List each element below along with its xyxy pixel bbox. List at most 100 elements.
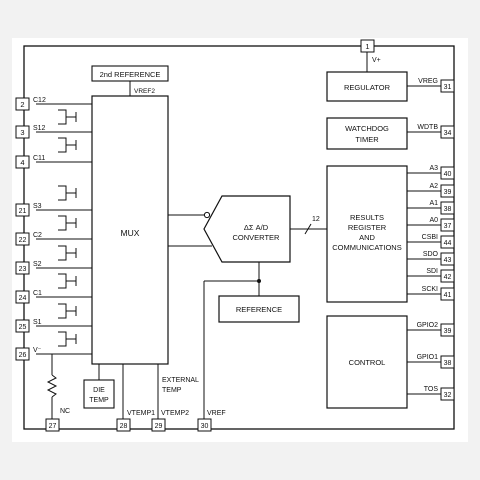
die-temp-line2: TEMP (89, 397, 109, 404)
results-label-line2: REGISTER (348, 223, 387, 232)
svg-text:42: 42 (444, 274, 452, 281)
regulator-label: REGULATOR (344, 83, 391, 92)
right-pins: 31 VREG 34 WDTB 40 A3 39 A2 38 A1 (407, 78, 455, 401)
svg-text:39: 39 (444, 328, 452, 335)
pin-27: 27 NC (45, 408, 70, 432)
svg-text:23: 23 (19, 266, 27, 273)
svg-text:28: 28 (120, 423, 128, 430)
svg-text:27: 27 (49, 423, 57, 430)
pin-3: 3 S12 (15, 125, 46, 139)
svg-text:S12: S12 (33, 125, 46, 132)
svg-text:VREG: VREG (418, 78, 438, 85)
second-reference-label: 2nd REFERENCE (100, 70, 161, 79)
vref2-label: VREF2 (134, 88, 155, 95)
watchdog-label-line2: TIMER (355, 135, 379, 144)
svg-text:34: 34 (444, 130, 452, 137)
svg-text:VTEMP2: VTEMP2 (161, 410, 189, 417)
svg-text:V⁻: V⁻ (33, 347, 42, 354)
pin-40: 40 A3 (407, 165, 455, 180)
svg-text:V+: V+ (372, 57, 381, 64)
external-temp-line1: EXTERNAL (162, 377, 199, 384)
svg-text:VREF: VREF (207, 410, 226, 417)
svg-text:A0: A0 (429, 217, 438, 224)
svg-text:C1: C1 (33, 290, 42, 297)
die-temp-line1: DIE (93, 387, 105, 394)
svg-text:VTEMP1: VTEMP1 (127, 410, 155, 417)
pin-24: 24 C1 (15, 290, 42, 304)
external-temp-line2: TEMP (162, 387, 182, 394)
switch-array (36, 103, 92, 423)
svg-text:GPIO1: GPIO1 (417, 354, 439, 361)
pin-22: 22 C2 (15, 232, 42, 246)
reference-label: REFERENCE (236, 305, 282, 314)
pin-43: 43 SDO (407, 251, 455, 266)
pin-39-gpio2: 39 GPIO2 (407, 322, 455, 337)
pin-23: 23 S2 (15, 261, 42, 275)
pin-26: 26 V⁻ (15, 347, 42, 361)
pin-32: 32 TOS (407, 386, 455, 401)
control-label: CONTROL (349, 358, 386, 367)
results-label-line1: RESULTS (350, 213, 384, 222)
pin-25: 25 S1 (15, 319, 42, 333)
svg-text:C12: C12 (33, 97, 46, 104)
svg-text:CSBI: CSBI (422, 234, 438, 241)
svg-text:TOS: TOS (424, 386, 439, 393)
svg-text:SDO: SDO (423, 251, 439, 258)
svg-text:44: 44 (444, 240, 452, 247)
svg-text:1: 1 (365, 42, 369, 51)
svg-text:A2: A2 (429, 183, 438, 190)
svg-text:29: 29 (155, 423, 163, 430)
pin-29: 29 VTEMP2 (151, 410, 189, 432)
svg-text:SCKI: SCKI (422, 286, 438, 293)
svg-text:40: 40 (444, 171, 452, 178)
watchdog-label-line1: WATCHDOG (345, 124, 389, 133)
results-label-line3: AND (359, 233, 375, 242)
pin-4: 4 C11 (15, 155, 45, 169)
pin-44: 44 CSBI (407, 234, 455, 249)
results-register-block (326, 165, 408, 303)
svg-text:38: 38 (444, 206, 452, 213)
mux-label: MUX (121, 228, 140, 238)
svg-text:30: 30 (201, 423, 209, 430)
svg-text:37: 37 (444, 223, 452, 230)
svg-text:S2: S2 (33, 261, 42, 268)
svg-text:A1: A1 (429, 200, 438, 207)
svg-text:A3: A3 (429, 165, 438, 172)
pin-1: 1 V+ (360, 39, 381, 64)
pin-2: 2 C12 (15, 97, 46, 111)
svg-text:WDTB: WDTB (417, 124, 438, 131)
svg-text:31: 31 (444, 84, 452, 91)
svg-text:24: 24 (19, 295, 27, 302)
svg-text:21: 21 (19, 208, 27, 215)
pin-39-a2: 39 A2 (407, 183, 455, 198)
watchdog-block (326, 117, 408, 150)
svg-text:C11: C11 (33, 155, 45, 162)
pin-42: 42 SDI (407, 268, 455, 283)
svg-text:4: 4 (20, 158, 24, 167)
pin-38-gpio1: 38 GPIO1 (407, 354, 455, 369)
svg-text:32: 32 (444, 392, 452, 399)
pin-28: 28 VTEMP1 (116, 410, 155, 432)
adc-label-line2: CONVERTER (233, 233, 281, 242)
pin-31: 31 VREG (407, 78, 455, 93)
pin-41: 41 SCKI (407, 286, 455, 301)
svg-text:GPIO2: GPIO2 (417, 322, 439, 329)
pin-37: 37 A0 (407, 217, 455, 232)
svg-text:S3: S3 (33, 203, 42, 210)
results-label-line4: COMMUNICATIONS (332, 243, 401, 252)
svg-text:SDI: SDI (426, 268, 438, 275)
adc-block (203, 195, 291, 263)
bus-width-label: 12 (312, 216, 320, 223)
bottom-pins: 27 NC 28 VTEMP1 29 VTEMP2 30 VREF (45, 408, 226, 432)
svg-text:39: 39 (444, 189, 452, 196)
pin-34: 34 WDTB (407, 124, 455, 139)
left-pins: 2 C12 3 S12 4 C11 21 S3 22 C2 23 S2 (15, 97, 46, 361)
pin-30: 30 VREF (197, 410, 226, 432)
pin-38-a1: 38 A1 (407, 200, 455, 215)
svg-text:41: 41 (444, 292, 452, 299)
adc-label-line1: ΔΣ A/D (244, 223, 269, 232)
svg-text:3: 3 (20, 128, 24, 137)
svg-text:43: 43 (444, 257, 452, 264)
svg-text:S1: S1 (33, 319, 42, 326)
